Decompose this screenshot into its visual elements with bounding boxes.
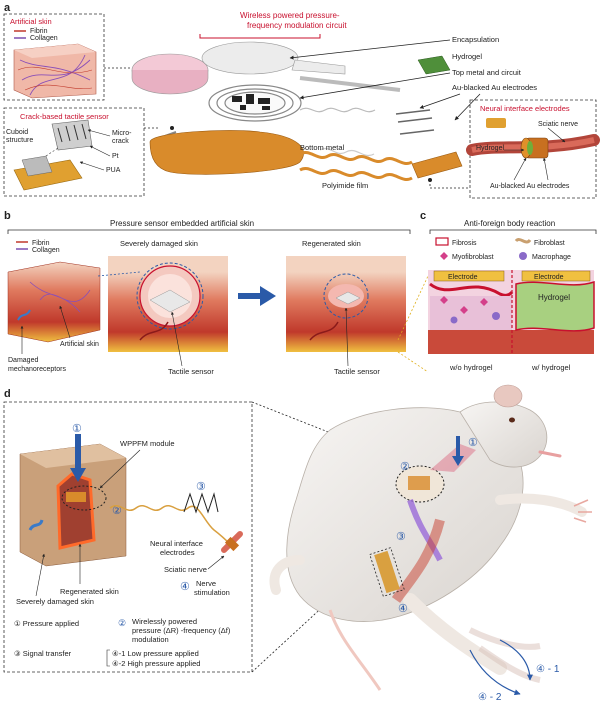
- legend-step-4-2: ④-2 High pressure applied: [112, 659, 200, 668]
- encapsulation-layer: [201, 41, 401, 92]
- nerve-label-1: Nerve: [196, 579, 216, 588]
- crack-title: Crack-based tactile sensor: [20, 112, 109, 121]
- crack-sensor-box: Crack-based tactile sensor Cuboid struct…: [3, 107, 145, 197]
- sciatic-label-d: Sciatic nerve: [164, 565, 207, 574]
- hydrogel-pad: [417, 55, 451, 75]
- damaged-label-1: Damaged: [8, 357, 38, 364]
- legend-step-2-b: pressure (ΔR) -frequency (Δf): [132, 626, 231, 635]
- cuboid-label-1: Cuboid: [6, 129, 28, 136]
- regenerated-label-b: Regenerated skin: [302, 239, 361, 248]
- electrode-label-c1: Electrode: [448, 274, 478, 281]
- wppfm-label: WPPFM module: [120, 439, 175, 448]
- fibrin-label: Fibrin: [30, 28, 48, 35]
- top-metal-label: Top metal and circuit: [452, 68, 522, 77]
- panel-b-left-block: Fibrin Collagen: [7, 240, 101, 343]
- inset-step-4: ④: [180, 581, 190, 593]
- leg-step-4-2: ④ - 2: [478, 692, 502, 703]
- macrophage-label: Macrophage: [532, 254, 571, 261]
- frequency-pulse-icon: [183, 492, 219, 514]
- rat-step-3: ③: [396, 531, 406, 543]
- legend-step-4-1: ④-1 Low pressure applied: [112, 649, 199, 658]
- regenerated-skin-block: [286, 256, 406, 352]
- leg-arc-high: [469, 649, 521, 696]
- damaged-label-2: mechanoreceptors: [8, 366, 66, 373]
- circuit-title-1: Wireless powered pressure-: [240, 11, 340, 20]
- fibrin-label-b: Fibrin: [32, 240, 50, 247]
- wo-hydrogel-label: w/o hydrogel: [449, 363, 493, 372]
- cuboid-label-2: structure: [6, 137, 33, 144]
- encapsulation-label: Encapsulation: [452, 35, 499, 44]
- legend-step-2-a: Wirelessly powered: [132, 617, 197, 626]
- pt-label: Pt: [112, 153, 119, 160]
- collagen-label: Collagen: [30, 35, 58, 42]
- polyimide-layer: [149, 130, 463, 181]
- inset-step-3: ③: [196, 481, 206, 493]
- nerve-label-2: stimulation: [194, 588, 230, 597]
- w-hydrogel-label: w/ hydrogel: [531, 363, 571, 372]
- bottom-metal-label: Bottom metal: [300, 143, 345, 152]
- severe-label-b: Severely damaged skin: [120, 239, 198, 248]
- legend-step-3: ③ Signal transfer: [14, 649, 72, 658]
- panel-d-inset-box: [3, 401, 253, 673]
- panel-b-title: Pressure sensor embedded artificial skin: [110, 219, 254, 228]
- neural-title: Neural interface electrodes: [480, 104, 570, 113]
- au-blacked-label: Au-blacked Au electrodes: [452, 83, 537, 92]
- hydrogel-label-small: Hydrogel: [476, 145, 504, 152]
- artificial-skin-box: Artificial skin Fibrin Collagen: [3, 13, 105, 101]
- rat-step-1: ①: [468, 437, 478, 449]
- progress-arrow: [260, 286, 276, 306]
- leg-step-4-1: ④ - 1: [536, 664, 560, 675]
- panel-label-d: d: [4, 388, 11, 400]
- regenerated-label-d: Regenerated skin: [60, 587, 119, 596]
- neural-label-d1: Neural interface: [150, 539, 203, 548]
- legend-step-1: ① Pressure applied: [14, 619, 79, 628]
- sciatic-label-a: Sciatic nerve: [538, 121, 578, 128]
- signal-wave: [109, 505, 233, 547]
- legend-step-2-c: modulation: [132, 635, 169, 644]
- leg-arc-low: [499, 639, 533, 681]
- rat-illustration: [269, 384, 592, 691]
- panel-c-tissue: [428, 270, 595, 354]
- pua-label: PUA: [106, 167, 121, 174]
- legend-step-2-num: ②: [118, 618, 126, 628]
- panel-d-legend: ① Pressure applied ② Wirelessly powered …: [14, 617, 231, 668]
- panel-c-title: Anti-foreign body reaction: [464, 219, 555, 228]
- myofibroblast-label: Myofibroblast: [452, 254, 494, 261]
- polyimide-label: Polyimide film: [322, 181, 368, 190]
- inset-step-2: ②: [112, 505, 122, 517]
- artificial-skin-title: Artificial skin: [10, 17, 52, 26]
- panel-label-b: b: [4, 210, 11, 222]
- hydrogel-label-c: Hydrogel: [538, 293, 570, 302]
- tactile-label-b1: Tactile sensor: [168, 367, 214, 376]
- neural-electrodes-box: Neural interface electrodes Sciatic nerv…: [466, 99, 600, 199]
- panel-label-a: a: [4, 2, 11, 14]
- hydrogel-label: Hydrogel: [452, 52, 482, 61]
- rat-step-4: ④: [398, 603, 408, 615]
- panel-label-c: c: [420, 210, 426, 222]
- fibrosis-label: Fibrosis: [452, 240, 477, 247]
- rat-step-2: ②: [400, 461, 410, 473]
- microcrack-label-2: crack: [112, 138, 129, 145]
- panel-c-legend: Fibrosis Fibroblast Myofibroblast Macrop…: [435, 237, 571, 261]
- au-label-small: Au-blacked Au electrodes: [490, 183, 570, 190]
- circuit-title-2: frequency modulation circuit: [247, 21, 347, 30]
- artificial-skin-label-b: Artificial skin: [60, 341, 99, 348]
- microcrack-label-1: Micro-: [112, 130, 132, 137]
- tactile-label-b2: Tactile sensor: [334, 367, 380, 376]
- top-metal-circuit: [208, 84, 376, 122]
- fibroblast-label: Fibroblast: [534, 240, 565, 247]
- electrode-label-c2: Electrode: [534, 274, 564, 281]
- severe-skin-block: [108, 256, 228, 352]
- panel-d-skin-block: [18, 443, 127, 567]
- neural-label-d2: electrodes: [160, 548, 195, 557]
- severe-label-d: Severely damaged skin: [16, 597, 94, 606]
- collagen-label-b: Collagen: [32, 247, 60, 254]
- inset-step-1: ①: [72, 423, 82, 435]
